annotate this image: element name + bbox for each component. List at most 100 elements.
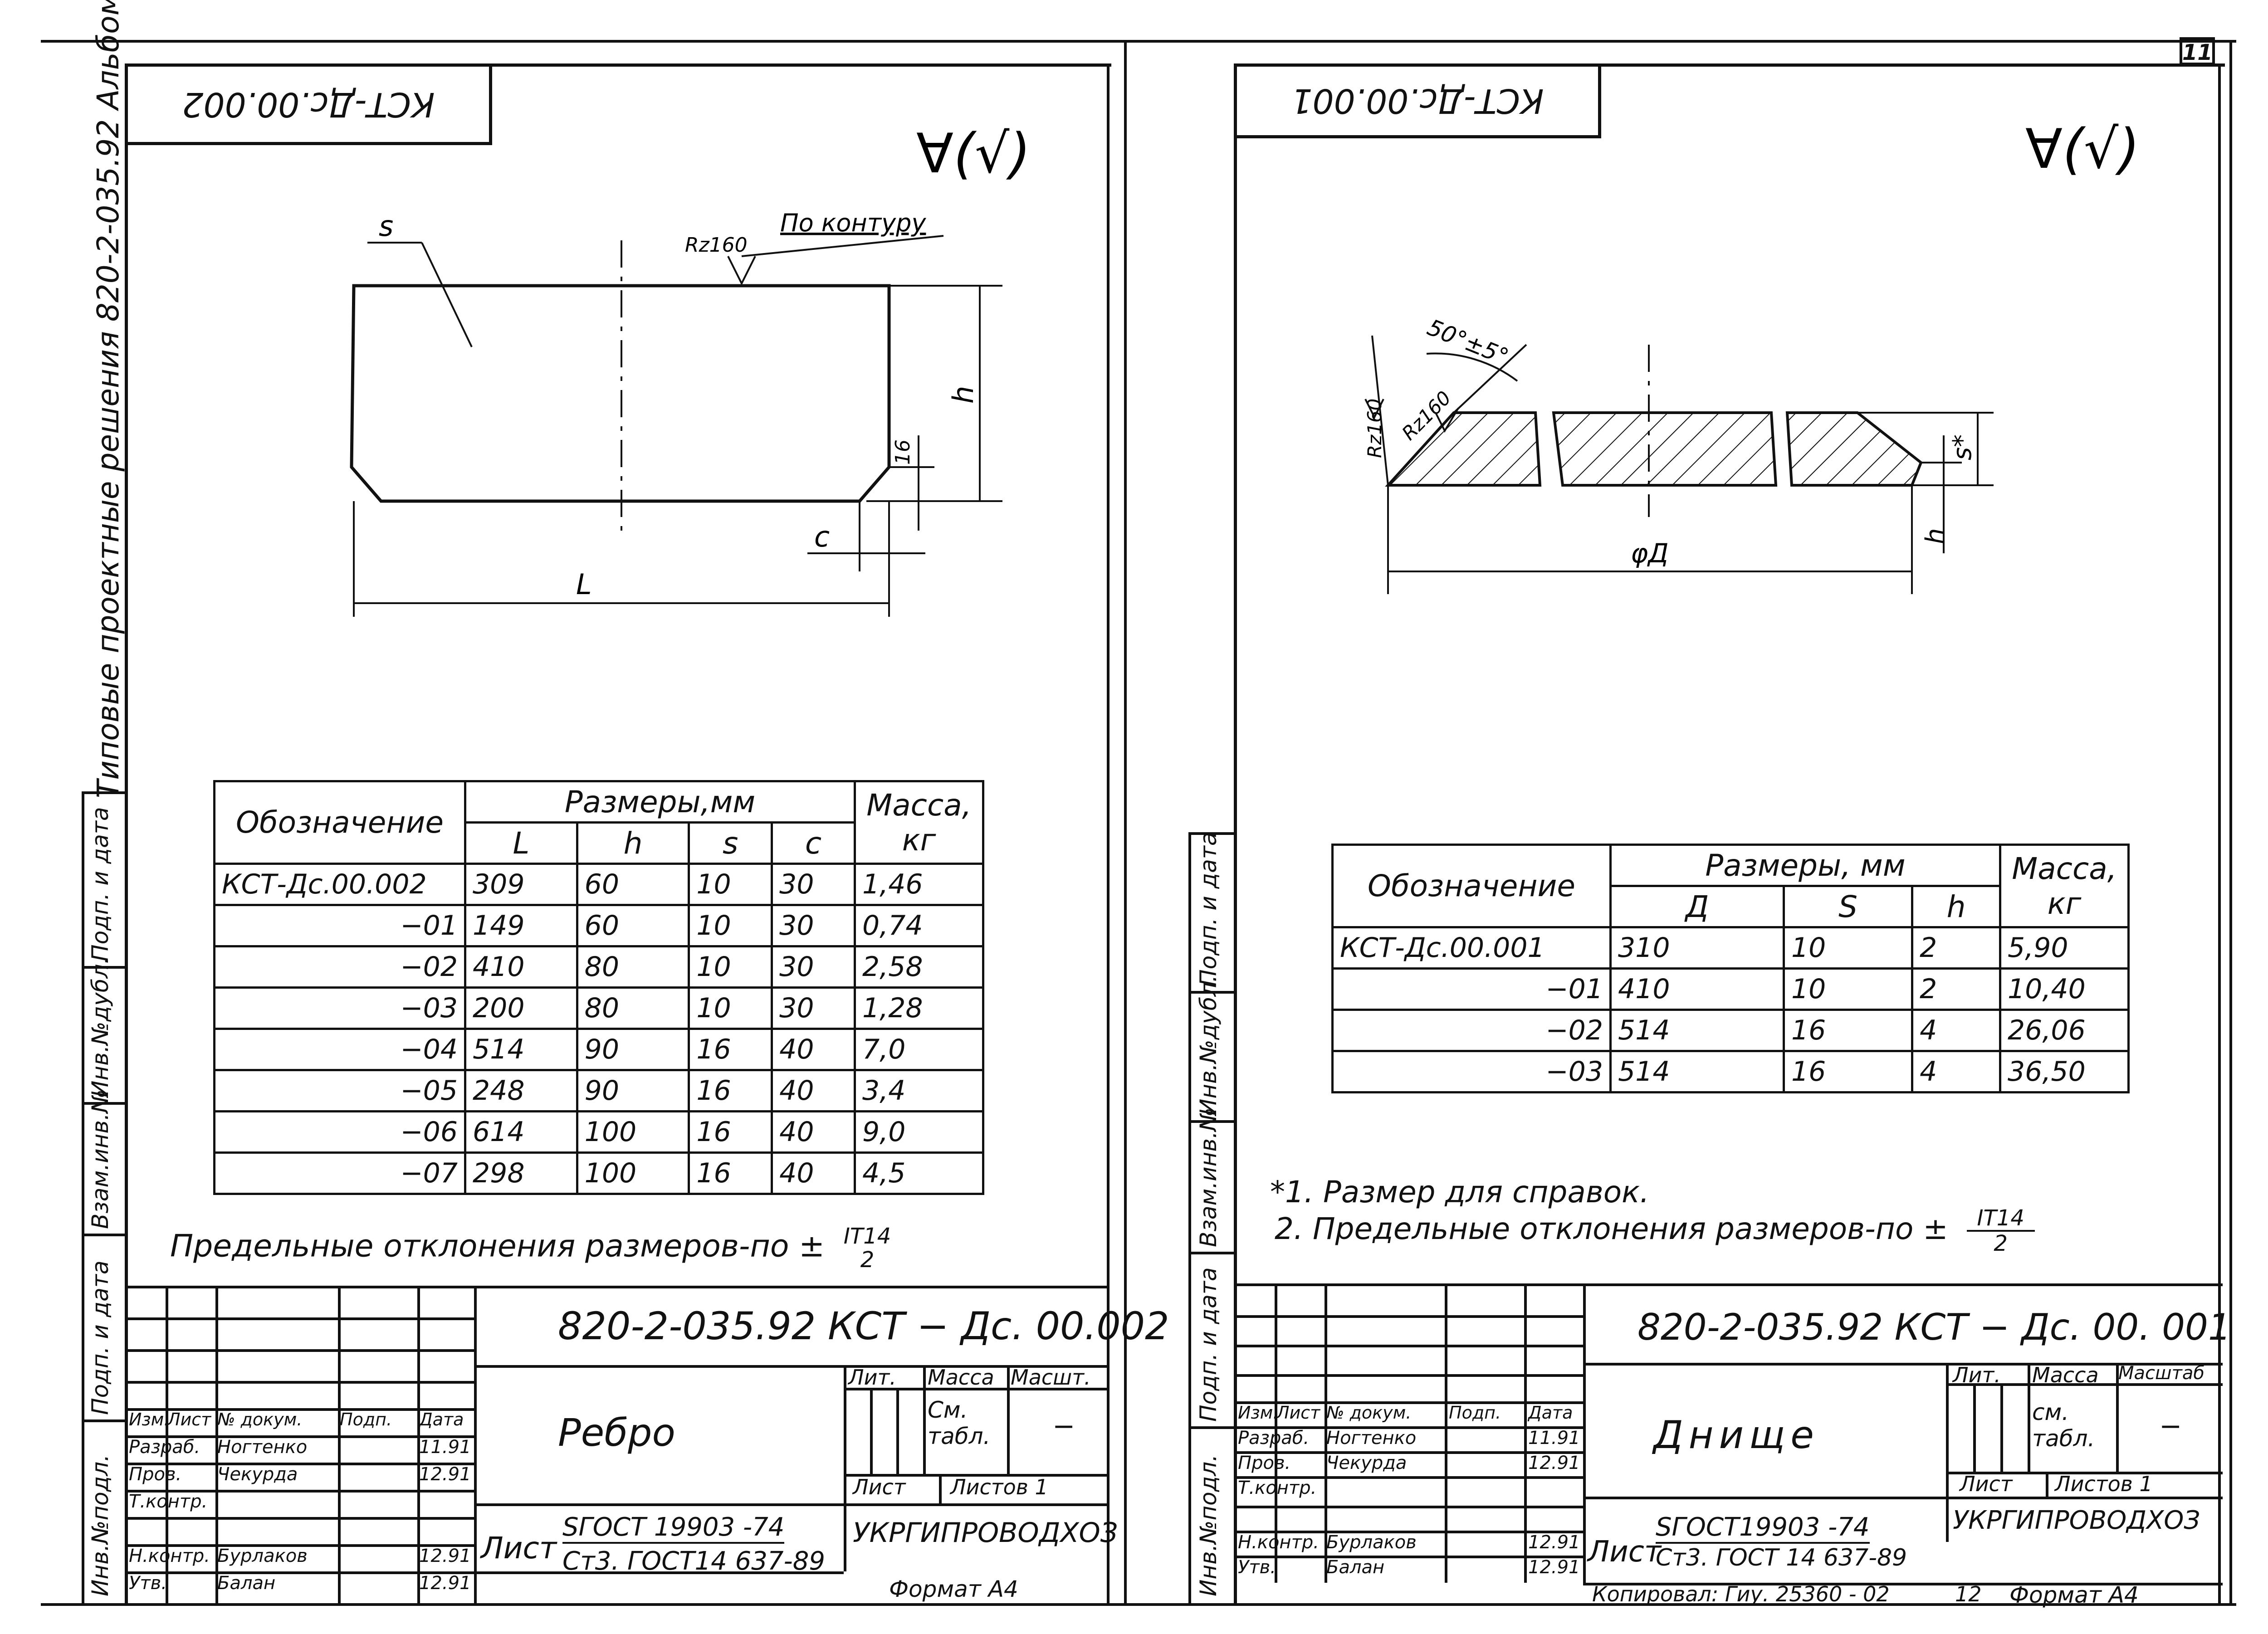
left-margin-div xyxy=(82,1102,125,1105)
value-cell: 514 xyxy=(1609,1009,1785,1052)
value-cell: 40 xyxy=(771,1069,856,1112)
grid-cell: Утв. xyxy=(129,1573,167,1594)
grid-cell: Т.контр. xyxy=(1238,1478,1317,1498)
grid-line xyxy=(1236,1556,1583,1558)
margin-title: Типовые проектные решения 820-2-035.92 А… xyxy=(91,0,126,798)
tb-line xyxy=(870,1388,873,1474)
bottom-spec-table: Обозначение Размеры, мм Масса, кг Д S h … xyxy=(1331,844,2130,1093)
right-border xyxy=(2229,40,2232,1605)
value-cell: 7,0 xyxy=(854,1028,984,1071)
tb-copied-num: 12 xyxy=(1955,1582,1982,1606)
tb-line xyxy=(844,1474,1109,1477)
grid-line xyxy=(127,1544,474,1547)
tb-scale: Масштаб xyxy=(2118,1363,2205,1384)
tb-line xyxy=(2000,1383,2003,1472)
tb-lit: Лит. xyxy=(848,1365,896,1390)
col-mass: Масса, кг xyxy=(1999,844,2130,928)
value-cell: 410 xyxy=(464,945,578,989)
subheader: L xyxy=(464,821,578,865)
right-sheet-frame xyxy=(1234,63,2225,1603)
value-cell: 149 xyxy=(464,904,578,947)
grid-head: Изм. xyxy=(129,1410,170,1429)
label-s: s xyxy=(379,210,393,243)
subheader: s xyxy=(688,821,773,865)
grid-line xyxy=(1236,1476,1583,1479)
doc-number: 820-2-035.92 КСТ − Дс. 00.002 xyxy=(558,1304,1169,1348)
grid-cell: 12.91 xyxy=(1528,1557,1580,1578)
value-cell: 90 xyxy=(576,1069,690,1112)
margin-label: Инв.№подл. xyxy=(87,1454,113,1596)
label-phi-d: φД xyxy=(1631,538,1669,569)
tb-line xyxy=(2116,1363,2119,1472)
designation-cell: −01 xyxy=(1331,967,1612,1011)
bottom-section xyxy=(1785,411,1923,487)
value-cell: 40 xyxy=(771,1151,856,1195)
label-16: 16 xyxy=(891,439,914,465)
tb-material-top: SГОСТ19903 -74 xyxy=(1656,1512,1870,1544)
s-leader xyxy=(421,242,473,347)
rz-mark xyxy=(1364,399,1384,419)
grid-cell: Ногтенко xyxy=(217,1437,308,1458)
grid-cell: Пров. xyxy=(1238,1453,1291,1473)
grid-cell: 12.91 xyxy=(1528,1532,1580,1553)
tb-mass-value: См. табл. xyxy=(928,1397,991,1449)
value-cell: 16 xyxy=(688,1069,773,1112)
left-stamp: КСТ-Дс.00.002 xyxy=(125,63,492,145)
value-cell: 26,06 xyxy=(1999,1009,2130,1052)
col-mass: Масса, кг xyxy=(854,780,984,865)
value-cell: 2,58 xyxy=(854,945,984,989)
angle-label: 50°±5° xyxy=(1424,314,1512,371)
grid-line xyxy=(1236,1345,1583,1347)
margin-label: Инв.№дубл. xyxy=(87,956,113,1097)
right-margin-div xyxy=(1188,1252,1234,1254)
designation-cell: −04 xyxy=(213,1028,466,1071)
grid-line xyxy=(338,1286,341,1603)
value-cell: 10 xyxy=(1782,926,1914,970)
value-cell: 40 xyxy=(771,1110,856,1154)
fraction-bottom: 2 xyxy=(860,1247,875,1273)
col-designation: Обозначение xyxy=(1331,844,1612,928)
value-cell: 90 xyxy=(576,1028,690,1071)
value-cell: 1,28 xyxy=(854,986,984,1030)
grid-cell: Н.контр. xyxy=(1238,1532,1319,1553)
grid-head: Дата xyxy=(419,1410,464,1429)
grid-line xyxy=(1236,1451,1583,1454)
page-number: 11 xyxy=(2180,37,2215,65)
designation-cell: −01 xyxy=(213,904,466,947)
tb-line xyxy=(474,1286,477,1603)
grid-line xyxy=(215,1286,218,1603)
grid-cell: Бурлаков xyxy=(1326,1532,1417,1553)
margin-label: Подп. и дата xyxy=(87,807,113,961)
reference-note: *1. Размер для справок. xyxy=(1270,1175,1649,1210)
value-cell: 100 xyxy=(576,1110,690,1154)
part-name: Ребро xyxy=(558,1410,675,1455)
grid-head: Подп. xyxy=(1449,1403,1501,1423)
left-sheet-frame-right xyxy=(1107,63,1110,1603)
grid-cell: Т.контр. xyxy=(129,1491,208,1512)
grid-cell: Пров. xyxy=(129,1464,182,1485)
value-cell: 4,5 xyxy=(854,1151,984,1195)
tb-mass: Масса xyxy=(928,1365,994,1390)
tb-format: Формат А4 xyxy=(889,1576,1018,1602)
value-cell: 16 xyxy=(1782,1009,1914,1052)
tb-copied: Копировал: Гиу. 25360 - 02 xyxy=(1592,1582,1890,1606)
value-cell: 0,74 xyxy=(854,904,984,947)
tb-material-bottom: Ст3. ГОСТ 14 637-89 xyxy=(1656,1544,1907,1571)
value-cell: 60 xyxy=(576,863,690,906)
contour-label: По контуру xyxy=(780,209,926,237)
value-cell: 10 xyxy=(1782,967,1914,1011)
right-sheet-frame-right xyxy=(2218,63,2221,1603)
tolerance-fraction: IT14 2 xyxy=(1966,1206,2035,1255)
grid-cell: Чекурда xyxy=(1326,1453,1407,1473)
grid-cell: 11.91 xyxy=(1528,1428,1580,1449)
value-cell: 30 xyxy=(771,986,856,1030)
roughness-symbol: ∀(√) xyxy=(916,122,1031,185)
left-margin-div xyxy=(82,1419,125,1422)
right-stamp: КСТ-Дс.00.001 xyxy=(1234,63,1601,138)
value-cell: 200 xyxy=(464,986,578,1030)
value-cell: 9,0 xyxy=(854,1110,984,1154)
tb-line xyxy=(939,1474,942,1503)
